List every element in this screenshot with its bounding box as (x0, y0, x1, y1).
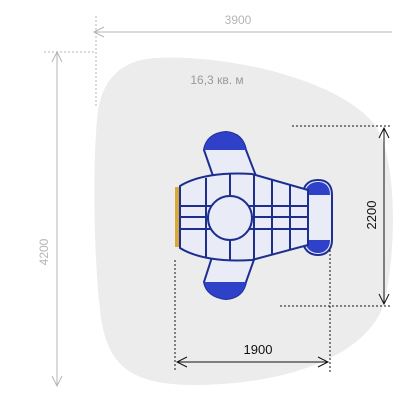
area-label: 16,3 кв. м (190, 73, 243, 87)
equipment-height-dimension (280, 125, 390, 307)
equipment-width-dimension (174, 250, 331, 372)
top-wing-tip (204, 132, 246, 150)
equipment-height-label: 2200 (364, 201, 379, 230)
tail-bottom (305, 240, 330, 253)
airplane-springboard-icon (175, 130, 333, 301)
height-label: 4200 (37, 238, 51, 265)
width-label: 3900 (225, 13, 252, 27)
tail-top (305, 182, 330, 195)
tail (302, 178, 333, 257)
height-dimension (44, 50, 96, 388)
width-dimension (92, 16, 392, 108)
bottom-wing-tip (204, 282, 246, 299)
cockpit (207, 195, 253, 241)
wood-bar (175, 187, 179, 247)
equipment-width-label: 1900 (244, 342, 273, 357)
